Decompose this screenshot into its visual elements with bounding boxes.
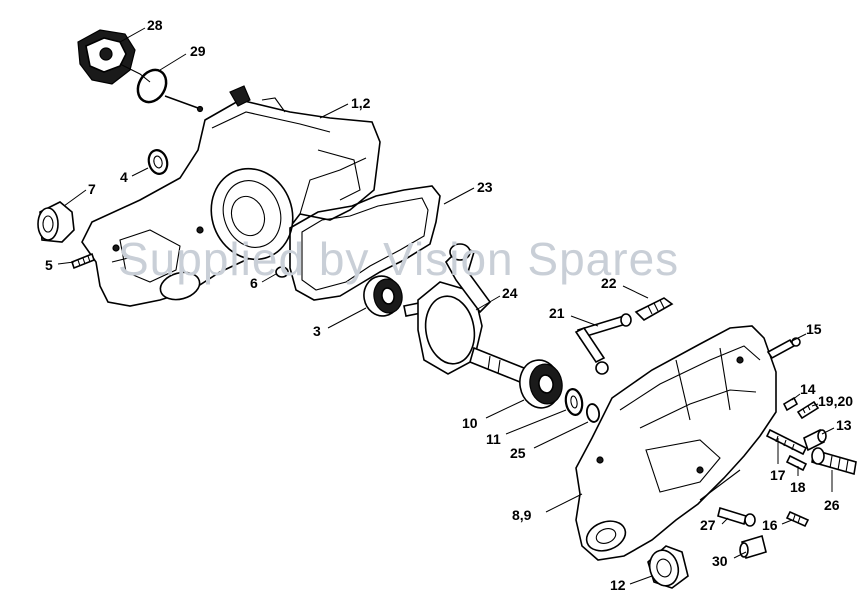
callout-22: 22 [601, 275, 617, 291]
oil-pump-part [77, 29, 151, 85]
callout-27: 27 [700, 517, 716, 533]
annular-buffer-12-part [647, 545, 689, 589]
callout-8-9: 8,9 [512, 507, 532, 523]
callout-26: 26 [824, 497, 840, 513]
callout-30: 30 [712, 553, 728, 569]
sleeve-6-part [275, 266, 289, 278]
sleeve-30-part [739, 534, 767, 560]
callout-19-20: 19,20 [818, 393, 853, 409]
screw-27-part [717, 506, 756, 527]
callout-17: 17 [770, 467, 786, 483]
callout-16: 16 [762, 517, 778, 533]
oil-seal-part [147, 149, 169, 175]
screw-5-part [71, 252, 95, 270]
ball-bearing-3-part [363, 275, 403, 317]
stud-16-part [785, 510, 810, 528]
callout-11: 11 [486, 431, 501, 447]
gasket-part [289, 185, 441, 301]
left-crankcase-part [81, 85, 381, 307]
callout-28: 28 [147, 17, 163, 33]
stud-19-20-part [796, 400, 820, 420]
ring-25-part [585, 403, 601, 423]
callout-4: 4 [120, 169, 128, 185]
callout-3: 3 [313, 323, 321, 339]
callout-24: 24 [502, 285, 518, 301]
callout-labels: 28 29 1,2 4 7 23 5 6 22 24 21 3 15 14 19… [45, 17, 853, 593]
annular-buffer-part [37, 201, 75, 243]
oil-seal-11-part [564, 388, 584, 416]
callout-10: 10 [462, 415, 478, 431]
callout-29: 29 [190, 43, 206, 59]
callout-25: 25 [510, 445, 526, 461]
threaded-pin-22-part [634, 297, 674, 321]
stud-18-part [785, 454, 808, 472]
callout-1-2: 1,2 [351, 95, 371, 111]
pin-14-part [782, 396, 799, 412]
callout-7: 7 [88, 181, 96, 197]
screw-15-part [766, 337, 801, 360]
rod-21-part [574, 313, 632, 375]
callout-23: 23 [477, 179, 493, 195]
nut-13-part [803, 428, 827, 452]
crankshaft-part [403, 243, 525, 384]
callout-14: 14 [800, 381, 816, 397]
leader-lines [57, 27, 835, 585]
right-crankcase-part [575, 325, 777, 561]
callout-5: 5 [45, 257, 53, 273]
callout-12: 12 [610, 577, 626, 593]
callout-13: 13 [836, 417, 852, 433]
callout-15: 15 [806, 321, 822, 337]
o-ring-part [136, 68, 204, 113]
stud-17-part [765, 428, 808, 456]
collar-screw-26-part [811, 447, 857, 476]
callout-6: 6 [250, 275, 258, 291]
callout-21: 21 [549, 305, 565, 321]
ball-bearing-10-part [519, 359, 563, 409]
callout-18: 18 [790, 479, 806, 495]
